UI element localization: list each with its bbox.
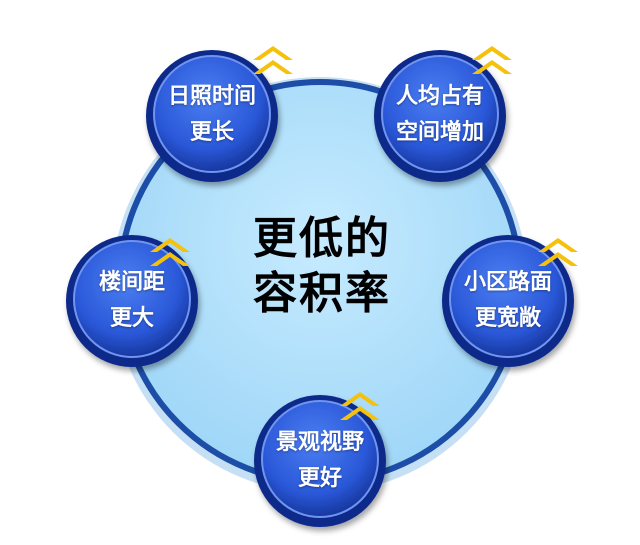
node-sunlight <box>146 50 278 182</box>
up-chevron-icon <box>472 46 512 74</box>
node-view-line2: 更好 <box>297 466 342 491</box>
center-title-line1: 更低的 <box>253 213 391 264</box>
node-distance-line1: 楼间距 <box>98 270 165 295</box>
up-chevron-icon <box>150 238 190 266</box>
up-chevron-icon <box>340 392 380 420</box>
node-space <box>374 50 506 182</box>
node-sunlight-line2: 更长 <box>189 120 234 145</box>
node-road <box>442 235 574 367</box>
node-space-line2: 空间增加 <box>395 120 484 145</box>
node-sunlight-line1: 日照时间 <box>167 84 256 109</box>
node-space-line1: 人均占有 <box>395 84 484 109</box>
node-road-line2: 更宽敞 <box>474 306 541 331</box>
node-distance <box>66 235 198 367</box>
up-chevron-icon <box>538 238 578 266</box>
node-view-line1: 景观视野 <box>275 430 364 455</box>
up-chevron-icon <box>253 46 293 74</box>
center-title-line2: 容积率 <box>253 268 391 319</box>
node-road-line1: 小区路面 <box>463 270 552 295</box>
node-distance-line2: 更大 <box>109 306 154 331</box>
node-view <box>254 395 386 527</box>
